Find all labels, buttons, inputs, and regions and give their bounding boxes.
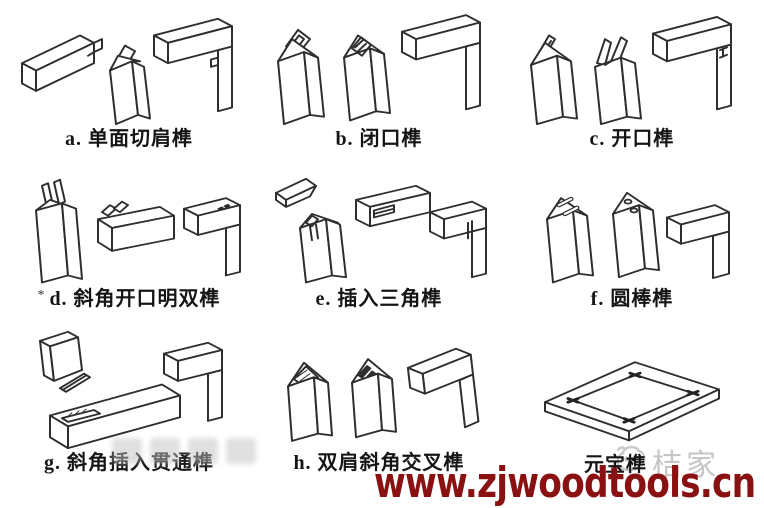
joint-drawing-dowel-tenon [546, 191, 730, 284]
caption-h: h. 双肩斜角交叉榫 [293, 452, 465, 474]
brand-watermark: 桔家 [652, 448, 720, 483]
caption-b: b. 闭口榫 [335, 128, 423, 150]
caption-d: *d. 斜角开口明双榫 [37, 288, 221, 310]
joint-drawing-inserted-triangle-tenon [275, 177, 487, 284]
caption-f: f. 圆棒榫 [590, 288, 674, 310]
cell-a: a. 单面切肩榫 [4, 4, 254, 170]
mascot-logo-icon [616, 445, 646, 472]
cell-i [504, 330, 760, 504]
cell-d: *d. 斜角开口明双榫 [4, 170, 254, 330]
joint-grid: a. 单面切肩榫 b. 闭口榫 [4, 4, 760, 504]
joint-drawing-double-shoulder-miter-cross-tenon [287, 347, 480, 442]
cell-c: c. 开口榫 [504, 4, 760, 170]
caption-c: c. 开口榫 [589, 128, 675, 150]
footnote-mark: * [37, 288, 46, 303]
cell-h: h. 双肩斜角交叉榫 [254, 330, 504, 504]
caption-i: 元宝榫 [584, 454, 647, 476]
joint-drawing-miter-through-tenon [39, 330, 223, 450]
joint-drawing-closed-mortise-tenon [277, 14, 481, 126]
cell-e: e. 插入三角榫 [254, 170, 504, 330]
cell-b: b. 闭口榫 [254, 4, 504, 170]
joint-drawing-frame-with-metal-corner-fittings [544, 361, 720, 442]
url-watermark: www.zjwoodtools.cn [374, 458, 756, 507]
faint-watermark-smudge [112, 438, 256, 464]
caption-e: e. 插入三角榫 [315, 288, 443, 310]
caption-a: a. 单面切肩榫 [65, 128, 193, 150]
cell-f: f. 圆棒榫 [504, 170, 760, 330]
cell-g: g. 斜角插入贯通榫 [4, 330, 254, 504]
joint-drawing-open-mortise-tenon [530, 16, 732, 126]
joint-drawing-single-shoulder-tenon [21, 17, 233, 126]
joint-drawing-miter-open-double-tenon [35, 178, 241, 284]
